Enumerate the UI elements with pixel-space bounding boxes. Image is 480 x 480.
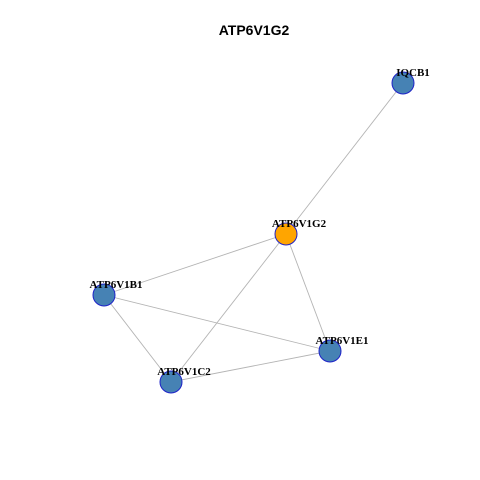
graph-title: ATP6V1G2 bbox=[219, 22, 290, 38]
node-label: ATP6V1B1 bbox=[90, 279, 143, 291]
node-label: ATP6V1G2 bbox=[272, 218, 327, 230]
node-atp6v1b1: ATP6V1B1 bbox=[90, 279, 143, 307]
node-atp6v1g2: ATP6V1G2 bbox=[272, 218, 327, 246]
edge-atp6v1c2-atp6v1e1 bbox=[170, 350, 331, 383]
node-circle bbox=[318, 339, 342, 363]
node-circle bbox=[391, 71, 415, 95]
edge-atp6v1b1-atp6v1e1 bbox=[103, 294, 331, 352]
node-atp6v1e1: ATP6V1E1 bbox=[316, 335, 369, 363]
edge-layer bbox=[103, 82, 404, 383]
edge-atp6v1g2-atp6v1e1 bbox=[285, 233, 331, 352]
edge-atp6v1g2-iqcb1 bbox=[285, 82, 404, 235]
node-label: IQCB1 bbox=[396, 67, 430, 79]
edge-atp6v1g2-atp6v1b1 bbox=[103, 233, 287, 296]
edge-atp6v1g2-atp6v1c2 bbox=[170, 233, 287, 383]
node-label: ATP6V1C2 bbox=[157, 366, 211, 378]
node-circle bbox=[92, 283, 116, 307]
node-circle bbox=[274, 222, 298, 246]
edge-atp6v1b1-atp6v1c2 bbox=[103, 294, 172, 383]
node-atp6v1c2: ATP6V1C2 bbox=[157, 366, 211, 394]
node-circle bbox=[159, 370, 183, 394]
node-label: ATP6V1E1 bbox=[316, 335, 369, 347]
node-iqcb1: IQCB1 bbox=[391, 67, 430, 95]
